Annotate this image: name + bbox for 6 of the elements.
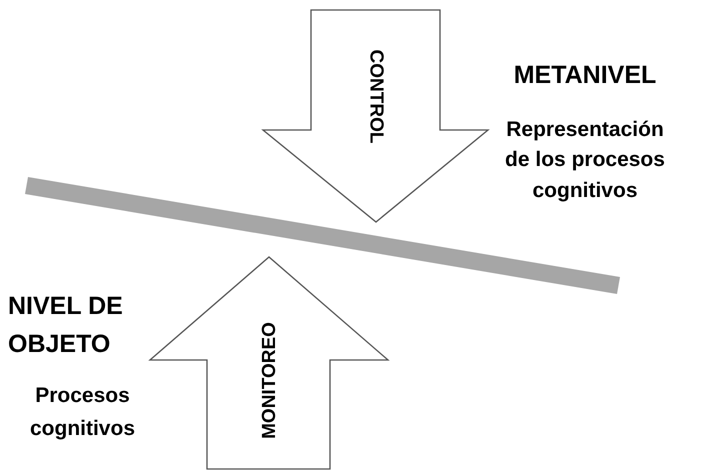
level-heading: NIVEL DE OBJETO (8, 291, 124, 360)
level-heading: METANIVEL (512, 60, 658, 90)
level-description: Representación de los procesos cognitivos (504, 117, 666, 204)
arrow-label: CONTROL (366, 49, 386, 143)
arrow-label: MONITOREO (259, 322, 278, 438)
level-description: Procesos cognitivos (28, 383, 136, 442)
